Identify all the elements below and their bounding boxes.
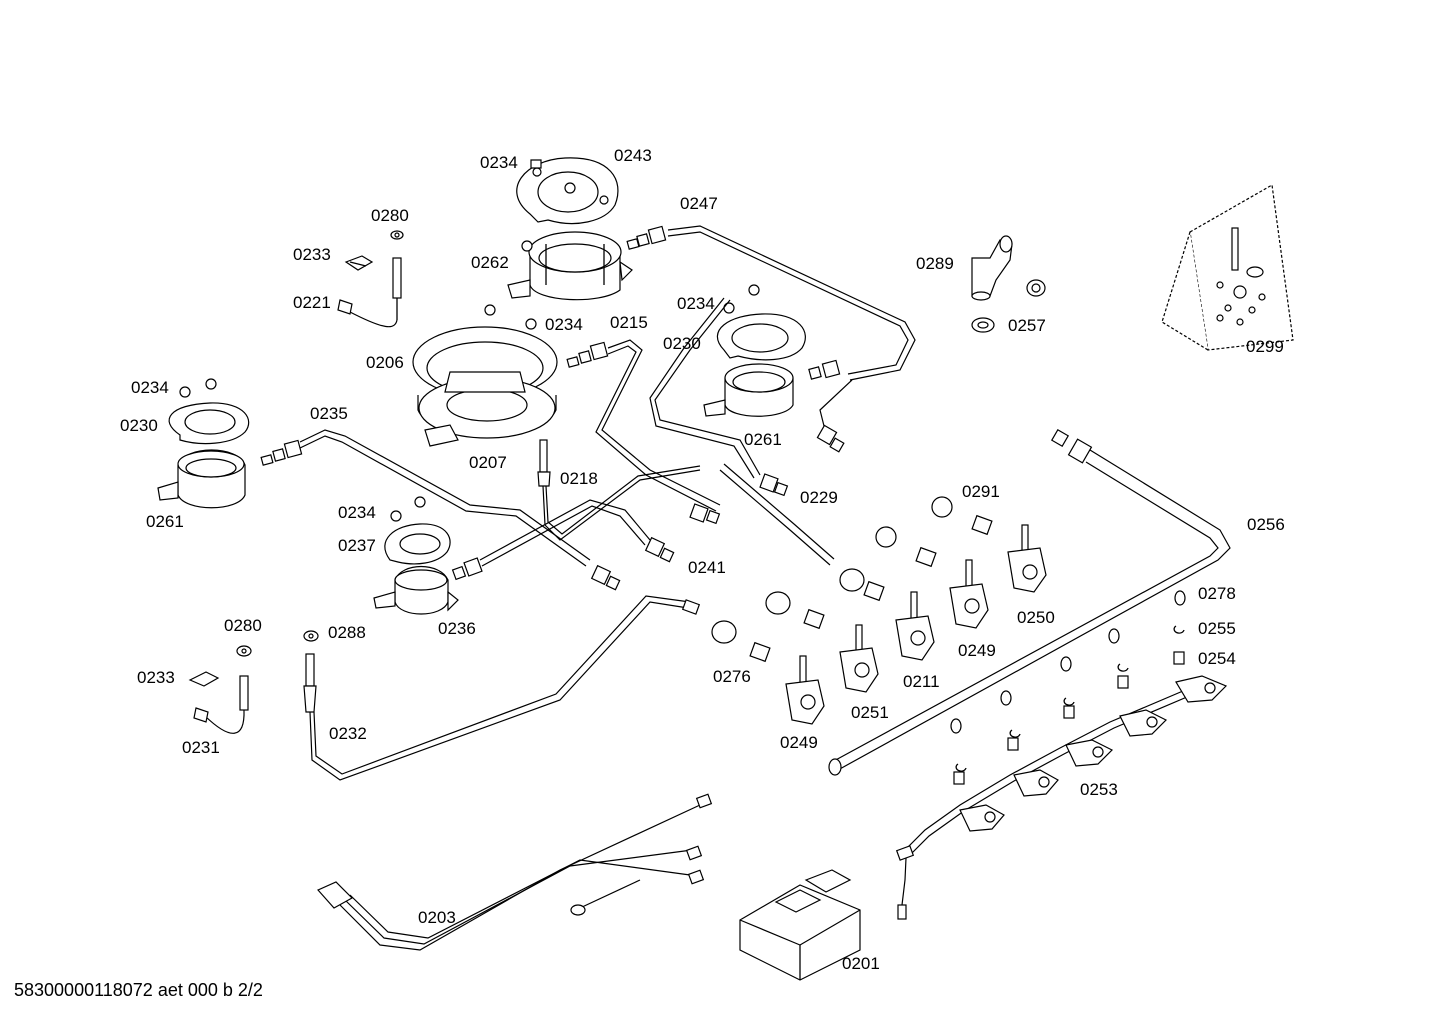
label-0211: 0211: [903, 672, 940, 691]
label-0280: 0280: [224, 616, 262, 635]
label-0249: 0249: [958, 641, 996, 660]
label-0232: 0232: [329, 724, 367, 743]
gas-pipe-0235: [260, 429, 621, 591]
label-0254: 0254: [1198, 649, 1236, 668]
label-0247: 0247: [680, 194, 718, 213]
label-0230: 0230: [663, 334, 701, 353]
burner-0236-assembly: [373, 496, 459, 615]
label-0257: 0257: [1008, 316, 1046, 335]
label-0241: 0241: [688, 558, 726, 577]
tap-0211: [719, 463, 935, 661]
gas-pipe-0241: [451, 499, 675, 581]
document-code: 58300000118072 aet 000 b 2/2: [14, 980, 263, 1000]
label-0249: 0249: [780, 733, 818, 752]
label-0243: 0243: [614, 146, 652, 165]
label-0255: 0255: [1198, 619, 1236, 638]
label-0234: 0234: [338, 503, 376, 522]
gas-pipe-right-loop: [816, 379, 853, 453]
label-0288: 0288: [328, 623, 366, 642]
tap-0249-lower: [711, 620, 825, 725]
label-0201: 0201: [842, 954, 880, 973]
part-labels: 0243 0234 0247 0280 0233 0262 0221 0289 …: [120, 146, 1285, 973]
label-0289: 0289: [916, 254, 954, 273]
label-0278: 0278: [1198, 584, 1236, 603]
tap-0249-upper: [875, 526, 989, 629]
wiring-harness-0203: [317, 793, 713, 951]
label-0207: 0207: [469, 453, 507, 472]
gas-tap-valves: [711, 463, 1047, 725]
tap-0250: [931, 496, 1047, 593]
burner-0206-assembly: [412, 304, 558, 447]
label-0236: 0236: [438, 619, 476, 638]
label-0221: 0221: [293, 293, 331, 312]
thermocouple-0218: [537, 439, 701, 541]
label-0299: 0299: [1246, 337, 1284, 356]
thermocouple-0232: [303, 595, 701, 781]
ignition-electrode-0231: [188, 645, 252, 734]
label-0291: 0291: [962, 482, 1000, 501]
label-0280: 0280: [371, 206, 409, 225]
label-0276: 0276: [713, 667, 751, 686]
label-0233: 0233: [293, 245, 331, 264]
label-0229: 0229: [800, 488, 838, 507]
label-0233: 0233: [137, 668, 175, 687]
spark-generator-0201: [739, 869, 861, 981]
label-0206: 0206: [366, 353, 404, 372]
label-0215: 0215: [610, 313, 648, 332]
label-0231: 0231: [182, 738, 220, 757]
gas-pipe-0215: [566, 339, 721, 525]
burner-0261-upper: [649, 284, 806, 497]
label-0234: 0234: [545, 315, 583, 334]
label-0256: 0256: [1247, 515, 1285, 534]
label-0262: 0262: [471, 253, 509, 272]
label-0250: 0250: [1017, 608, 1055, 627]
label-0230: 0230: [120, 416, 158, 435]
label-0261: 0261: [744, 430, 782, 449]
label-0235: 0235: [310, 404, 348, 423]
label-0261: 0261: [146, 512, 184, 531]
label-0218: 0218: [560, 469, 598, 488]
label-0251: 0251: [851, 703, 889, 722]
label-0237: 0237: [338, 536, 376, 555]
label-0203: 0203: [418, 908, 456, 927]
label-0234: 0234: [677, 294, 715, 313]
label-0234: 0234: [480, 153, 518, 172]
label-0253: 0253: [1080, 780, 1118, 799]
ignition-electrode-0221: [337, 230, 404, 328]
gas-pipe-0247: [626, 225, 916, 381]
parts-kit-0299: [1161, 184, 1294, 351]
burner-0261-left: [157, 378, 250, 509]
label-0234: 0234: [131, 378, 169, 397]
gas-manifold-pipe-0256: [828, 428, 1231, 776]
elbow-connector-0289: [971, 235, 1046, 333]
small-parts-row: [950, 590, 1186, 785]
ignition-switch-harness-0253: [895, 675, 1228, 920]
tap-0251: [765, 591, 879, 693]
burner-0262-assembly: [507, 157, 633, 301]
